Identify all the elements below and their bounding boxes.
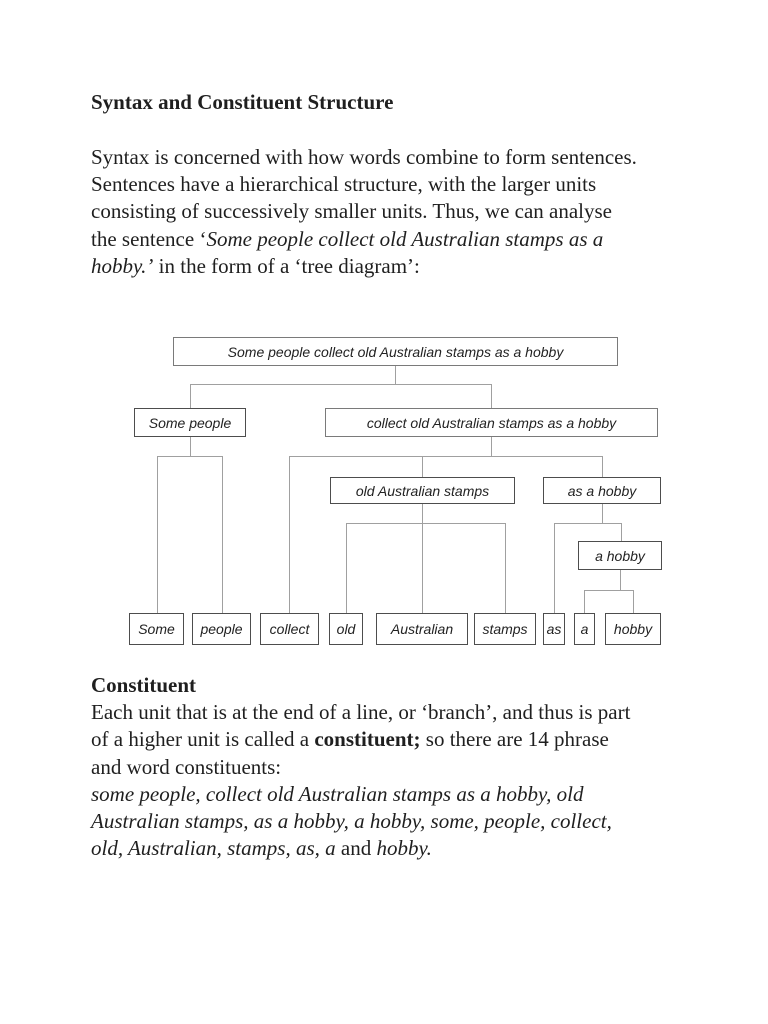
tree-node-some-people: Some people	[134, 408, 246, 437]
tree-connector	[395, 366, 396, 384]
tree-connector	[190, 384, 191, 408]
intro-paragraph: Syntax is concerned with how words combi…	[91, 144, 637, 280]
constituent-line2-bold: constituent;	[314, 727, 421, 752]
tree-word-old: old	[329, 613, 363, 645]
tree-connector	[554, 523, 622, 524]
tree-node-a-hobby: a hobby	[578, 541, 662, 570]
constituent-line: old, Australian, stamps, as, a and hobby…	[91, 835, 630, 862]
tree-connector	[584, 590, 633, 591]
tree-word-hobby: hobby	[605, 613, 661, 645]
tree-connector	[422, 523, 423, 613]
page-title: Syntax and Constituent Structure	[91, 90, 394, 114]
constituent-heading: Constituent	[91, 673, 197, 697]
tree-connector	[157, 456, 222, 457]
tree-node-sentence: Some people collect old Australian stamp…	[173, 337, 618, 366]
tree-word-a: a	[574, 613, 595, 645]
tree-diagram: Some people collect old Australian stamp…	[125, 335, 665, 647]
tree-node-verb-phrase: collect old Australian stamps as a hobby	[325, 408, 658, 437]
intro-line5-italic: hobby.’	[91, 253, 154, 278]
tree-connector	[491, 437, 492, 456]
tree-word-stamps: stamps	[474, 613, 536, 645]
intro-line: consisting of successively smaller units…	[91, 199, 613, 224]
constituent-line: some people, collect old Australian stam…	[91, 781, 584, 806]
tree-connector	[422, 456, 423, 477]
intro-line: Syntax is concerned with how words combi…	[91, 145, 637, 169]
tree-node-old-australian-stamps: old Australian stamps	[330, 477, 515, 504]
tree-connector	[190, 384, 492, 385]
intro-line4-italic: Some people collect old Australian stamp…	[206, 226, 604, 251]
tree-connector	[491, 384, 492, 408]
tree-connector	[620, 570, 621, 590]
tree-connector	[422, 504, 423, 523]
constituent-line2-roman2: so there are 14 phrase	[420, 727, 609, 752]
intro-line: hobby.’ in the form of a ‘tree diagram’:	[91, 253, 637, 280]
tree-connector	[346, 523, 505, 524]
tree-connector	[505, 523, 506, 613]
intro-line: Sentences have a hierarchical structure,…	[91, 172, 597, 197]
intro-line: the sentence ‘Some people collect old Au…	[91, 226, 637, 253]
tree-connector	[289, 456, 602, 457]
tree-word-as: as	[543, 613, 565, 645]
constituent-line6-roman: and	[335, 836, 377, 861]
tree-connector	[554, 523, 555, 613]
tree-connector	[157, 456, 158, 613]
tree-connector	[289, 456, 290, 613]
constituent-line: and word constituents:	[91, 754, 282, 779]
tree-word-collect: collect	[260, 613, 319, 645]
tree-connector	[633, 590, 634, 613]
tree-connector	[190, 437, 191, 456]
constituent-line: of a higher unit is called a constituent…	[91, 726, 630, 753]
constituent-line6-italic1: old, Australian, stamps, as, a	[91, 836, 336, 861]
tree-connector	[346, 523, 347, 613]
constituent-line: Each unit that is at the end of a line, …	[91, 700, 631, 725]
constituent-section: Constituent Each unit that is at the end…	[91, 672, 630, 862]
constituent-line: Australian stamps, as a hobby, a hobby, …	[91, 809, 612, 834]
tree-word-people: people	[192, 613, 251, 645]
tree-connector	[602, 456, 603, 477]
tree-connector	[222, 456, 223, 613]
constituent-line6-italic2: hobby.	[376, 836, 432, 861]
tree-connector	[621, 523, 622, 541]
intro-line5-roman: in the form of a ‘tree diagram’:	[153, 253, 420, 278]
tree-connector	[584, 590, 585, 613]
tree-word-australian: Australian	[376, 613, 468, 645]
tree-node-as-a-hobby: as a hobby	[543, 477, 661, 504]
constituent-line2-roman1: of a higher unit is called a	[91, 727, 315, 752]
tree-connector	[602, 504, 603, 523]
intro-line4-roman: the sentence ‘	[91, 226, 207, 251]
tree-word-some: Some	[129, 613, 184, 645]
